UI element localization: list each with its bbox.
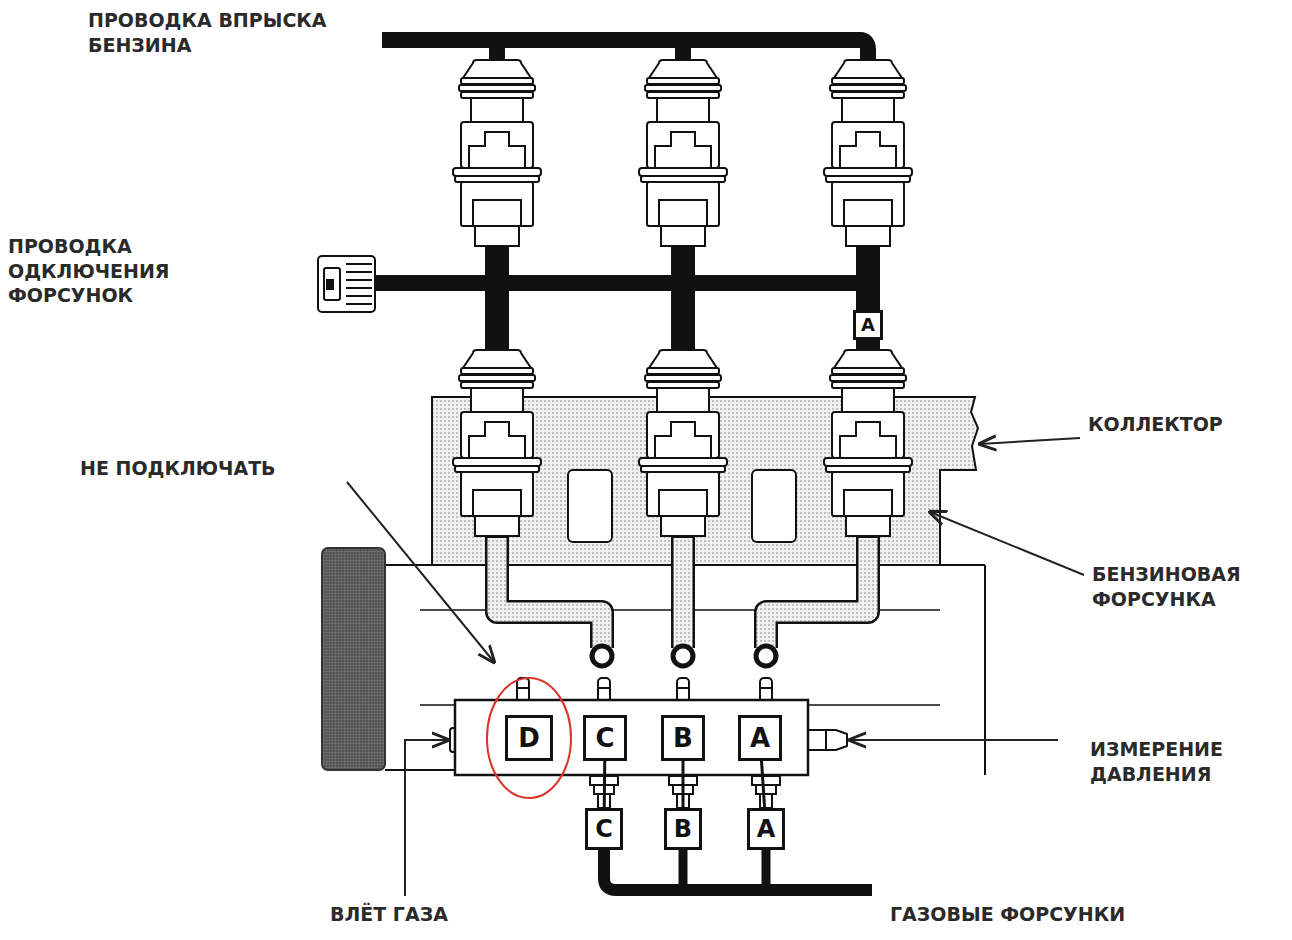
letter-box: A: [853, 310, 883, 340]
letter-box: C: [585, 808, 623, 850]
letter-box: C: [583, 715, 627, 761]
callout-label: КОЛЛЕКТОР: [1088, 412, 1223, 437]
hose-rings: [592, 646, 776, 666]
callout-label: ИЗМЕРЕНИЕ ДАВЛЕНИЯ: [1090, 737, 1280, 786]
box-letter: D: [518, 725, 540, 751]
box-letter: A: [861, 316, 875, 334]
petrol-wiring: [372, 40, 868, 354]
box-letter: A: [757, 817, 776, 841]
letter-box: B: [661, 715, 705, 761]
gas-hoses: [497, 536, 868, 648]
gas-rail: [450, 678, 847, 775]
fitting-connector: [603, 761, 607, 808]
box-letter: C: [595, 725, 614, 751]
cutoff-plug: [318, 256, 375, 312]
reducer-block: [322, 548, 385, 770]
warning-ring: [487, 678, 571, 798]
callout-label: ГАЗОВЫЕ ФОРСУНКИ: [890, 902, 1125, 927]
nozzle-fittings: [590, 776, 780, 808]
callout-label: ПРОВОДКА ВПРЫСКА БЕНЗИНА: [88, 8, 328, 57]
letter-box: B: [664, 808, 702, 850]
injector-connectors: [453, 60, 912, 536]
letter-box: A: [747, 808, 785, 850]
box-letter: C: [595, 817, 613, 841]
letter-box: D: [505, 715, 553, 761]
callout-label: ПРОВОДКА ОДКЛЮЧЕНИЯ ФОРСУНОК: [8, 234, 208, 308]
callout-label: БЕНЗИНОВАЯ ФОРСУНКА: [1092, 562, 1282, 611]
box-letter: B: [674, 817, 692, 841]
gas-injector-wiring: [604, 850, 872, 890]
box-letter: A: [750, 725, 770, 751]
box-letter: B: [673, 725, 693, 751]
fitting-connector: [762, 761, 765, 808]
letter-box: A: [738, 715, 782, 761]
leader-lines: [347, 438, 1084, 896]
callout-label: ВЛЁТ ГАЗА: [330, 902, 448, 927]
fitting-connector: [682, 761, 685, 808]
callout-label: НЕ ПОДКЛЮЧАТЬ: [80, 456, 276, 481]
